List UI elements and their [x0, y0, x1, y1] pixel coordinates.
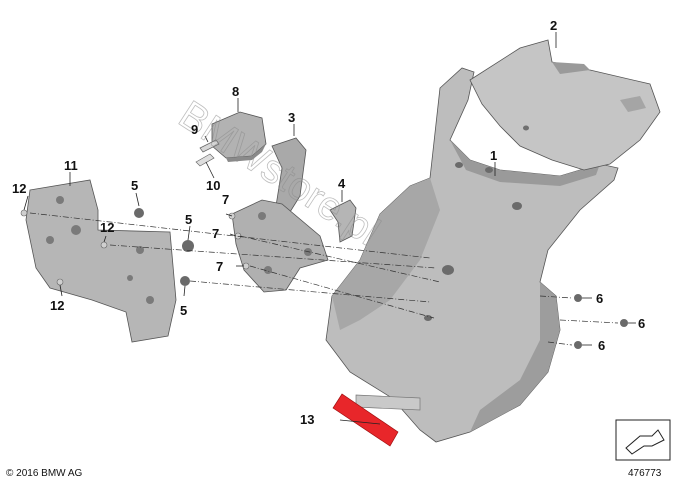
cap-part [211, 111, 267, 162]
orientation-arrow-icon [615, 419, 671, 461]
callout-2: 2 [550, 18, 557, 33]
red-reflector-part [332, 393, 421, 447]
callout-1: 1 [490, 148, 497, 163]
callout-3: 3 [288, 110, 295, 125]
callout-labels: 1 2 3 4 5 5 5 6 6 6 7 7 7 8 9 10 11 12 1… [12, 18, 645, 427]
callout-12-upper: 12 [12, 181, 26, 196]
callout-5-upper: 5 [131, 178, 138, 193]
callout-5-lower: 5 [180, 303, 187, 318]
callout-7-lower: 7 [216, 259, 223, 274]
leader-lines [23, 32, 636, 425]
small-bracket-part [329, 199, 357, 243]
callout-12-lower: 12 [50, 298, 64, 313]
fasteners [20, 208, 628, 349]
callout-4: 4 [338, 176, 346, 191]
bracket-part [271, 137, 307, 213]
callout-10: 10 [206, 178, 220, 193]
clip-part [195, 139, 220, 167]
callout-5-middle: 5 [185, 212, 192, 227]
callout-8: 8 [232, 84, 239, 99]
callout-7-middle: 7 [212, 226, 219, 241]
callout-7-upper: 7 [222, 192, 229, 207]
callout-6-lower: 6 [598, 338, 605, 353]
callout-13: 13 [300, 412, 314, 427]
assembly-lines [29, 212, 619, 346]
callout-12-middle: 12 [100, 220, 114, 235]
callout-11: 11 [64, 158, 78, 173]
plate-holder-part [25, 179, 177, 343]
callout-6-middle: 6 [638, 316, 645, 331]
callout-9: 9 [191, 122, 198, 137]
mount-frame-part [231, 199, 329, 293]
copyright-text: © 2016 BMW AG [6, 468, 83, 479]
upper-cover-part [469, 39, 661, 171]
callout-6-upper: 6 [596, 291, 603, 306]
figure-number: 476773 [628, 468, 662, 479]
